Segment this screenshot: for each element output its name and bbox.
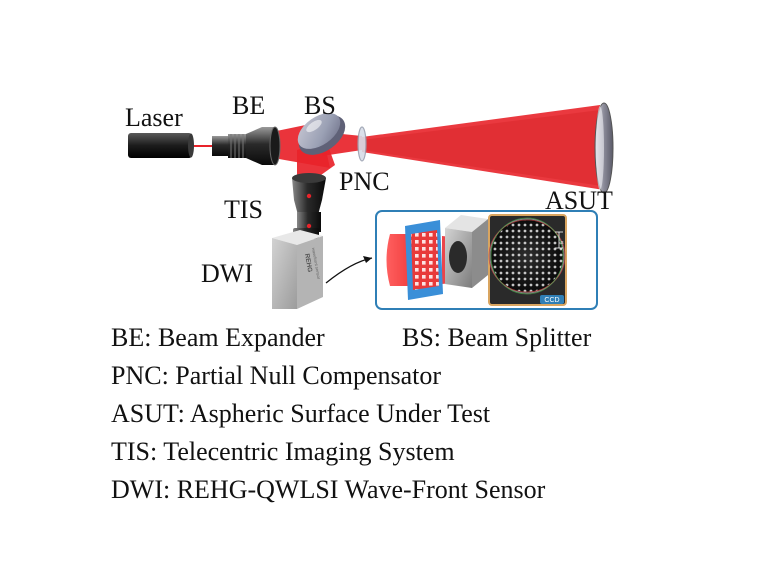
pnc-label: PNC [339, 167, 390, 196]
callout-arrow [325, 256, 373, 284]
beam-expander [212, 126, 281, 166]
bs-label: BS [304, 91, 336, 120]
converging-beam-overlay [362, 110, 602, 186]
grating-element [405, 220, 443, 300]
be-label: BE [232, 91, 265, 120]
ccd-interferogram-panel: s CCD [488, 214, 567, 306]
laser-label: Laser [125, 103, 183, 132]
wavefront-sensor-box: REHG wavefront sensor [272, 230, 323, 309]
ccd-cube [445, 215, 488, 288]
sensor-subtitle-text: wavefront sensor [311, 247, 322, 280]
ccd-label: CCD [544, 297, 559, 304]
ccd-scale-mark: s [561, 240, 564, 246]
detail-inset: s CCD [375, 210, 598, 310]
legend-dwi: DWI: REHG-QWLSI Wave-Front Sensor [111, 475, 546, 504]
legend-asut: ASUT: Aspheric Surface Under Test [111, 399, 491, 428]
sensor-brand-text: REHG [303, 253, 313, 273]
legend-tis: TIS: Telecentric Imaging System [111, 437, 455, 466]
legend-bs: BS: Beam Splitter [402, 323, 592, 352]
asut-mirror [594, 102, 614, 194]
legend-be: BE: Beam Expander [111, 323, 325, 352]
legend-pnc: PNC: Partial Null Compensator [111, 361, 442, 390]
telecentric-imaging-system [292, 173, 326, 239]
laser-source [128, 133, 194, 158]
diverging-beam-to-asut [362, 105, 604, 190]
dwi-label: DWI [201, 259, 253, 288]
tis-label: TIS [224, 195, 263, 224]
partial-null-compensator-lens [357, 126, 367, 162]
beam-splitter [297, 113, 346, 155]
asut-label: ASUT [545, 186, 613, 215]
